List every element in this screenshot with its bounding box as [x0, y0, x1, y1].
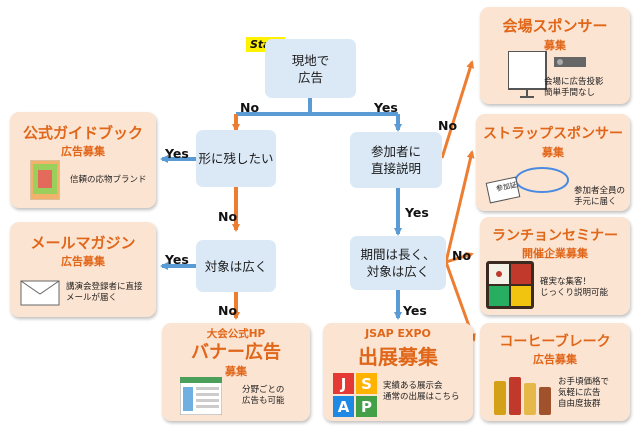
edge-label-yes: Yes — [405, 205, 429, 220]
card-pre-title: 大会公式HP — [206, 328, 266, 340]
card-title: メールマガジン — [30, 234, 136, 252]
edge-label-no: No — [218, 303, 238, 318]
card-banner-ad: 大会公式HP バナー広告 募集 分野ごとの 広告も可能 — [162, 323, 310, 421]
card-title: ストラップスポンサー — [483, 126, 623, 142]
edge-label-no: No — [240, 100, 260, 115]
question-direct-explain: 参加者に 直接説明 — [350, 132, 442, 188]
card-subtitle: 広告募集 — [61, 255, 105, 268]
edge-label-yes: Yes — [374, 100, 398, 115]
card-luncheon-seminar: ランチョンセミナー 開催企業募集 確実な集客！ じっくり説明可能 — [480, 217, 630, 315]
lanyard-icon — [485, 167, 569, 204]
card-coffee-break-ad: コーヒーブレーク 広告募集 お手頃価格で 気軽に広告 自由度抜群 — [480, 323, 630, 421]
question-keep-tangible: 形に残したい — [196, 130, 276, 187]
logo-letter: J — [333, 373, 354, 394]
card-subtitle: 募集 — [542, 146, 564, 159]
logo-letter: A — [333, 396, 354, 417]
card-caption: 実績ある展示会 通常の出展はこちら — [383, 381, 460, 402]
card-venue-sponsor: 会場スポンサー 募集 会場に広告投影 簡単手間なし — [480, 7, 630, 104]
card-subtitle: 募集 — [225, 365, 247, 378]
question-broad-target: 対象は広く — [196, 240, 276, 292]
card-subtitle: 広告募集 — [61, 145, 105, 158]
edge-label-no: No — [452, 248, 472, 263]
edge-label-yes: Yes — [403, 303, 427, 318]
guidebook-icon — [30, 160, 60, 200]
card-subtitle: 募集 — [544, 39, 566, 52]
card-mail-magazine-ad: メールマガジン 広告募集 講演会登録者に直接 メールが届く — [10, 222, 156, 317]
card-title: バナー広告 — [191, 342, 281, 363]
card-caption: 参加者全員の 手元に届く — [574, 186, 626, 207]
card-title: 公式ガイドブック — [22, 124, 143, 142]
card-title: コーヒーブレーク — [499, 334, 611, 350]
card-pre-title: JSAP EXPO — [365, 327, 431, 340]
card-caption: 分野ごとの 広告も可能 — [242, 385, 285, 406]
card-title: 出展募集 — [358, 345, 438, 369]
edge-label-yes: Yes — [165, 252, 189, 267]
question-onsite-ad: 現地で 広告 — [265, 39, 356, 98]
card-caption: 確実な集客！ じっくり説明可能 — [540, 277, 609, 298]
projector-screen-icon — [508, 51, 586, 98]
card-strap-sponsor: ストラップスポンサー 募集 参加証 参加者全員の 手元に届く — [476, 114, 630, 211]
card-title: 会場スポンサー — [502, 17, 608, 35]
edge-label-no: No — [438, 118, 458, 133]
card-caption: 信頼の応物ブランド — [70, 175, 147, 185]
question-long-broad: 期間は長く、 対象は広く — [350, 236, 446, 290]
envelope-icon — [20, 280, 60, 306]
edge-label-no: No — [218, 209, 238, 224]
card-jsap-expo: JSAP EXPO 出展募集 J S A P 実績ある展示会 通常の出展はこちら — [323, 323, 473, 421]
drink-cans-icon — [494, 377, 551, 415]
card-caption: 講演会登録者に直接 メールが届く — [66, 282, 143, 303]
logo-letter: P — [356, 396, 377, 417]
webpage-icon — [180, 377, 222, 415]
card-subtitle: 開催企業募集 — [522, 247, 588, 260]
logo-letter: S — [356, 373, 377, 394]
card-caption: お手頃価格で 気軽に広告 自由度抜群 — [558, 377, 610, 409]
edge-label-yes: Yes — [165, 146, 189, 161]
jsap-logo: J S A P — [333, 373, 377, 417]
card-subtitle: 広告募集 — [533, 353, 577, 366]
card-guidebook-ad: 公式ガイドブック 広告募集 信頼の応物ブランド — [10, 112, 156, 208]
card-title: ランチョンセミナー — [492, 228, 618, 244]
card-caption: 会場に広告投影 簡単手間なし — [544, 77, 604, 98]
bento-box-icon — [486, 261, 534, 309]
